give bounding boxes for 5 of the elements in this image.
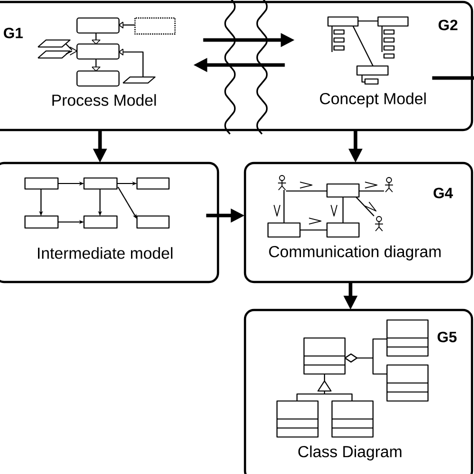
diagram-panel: G4 Communication diagram xyxy=(244,162,474,284)
diagram-panel: G5 Class Diagram xyxy=(244,308,474,474)
diagram-panel: G1 Process Model xyxy=(0,0,245,135)
diagram-panel: Intermediate model xyxy=(0,162,220,284)
diagram-panel: G2 Concept Model xyxy=(245,0,474,135)
